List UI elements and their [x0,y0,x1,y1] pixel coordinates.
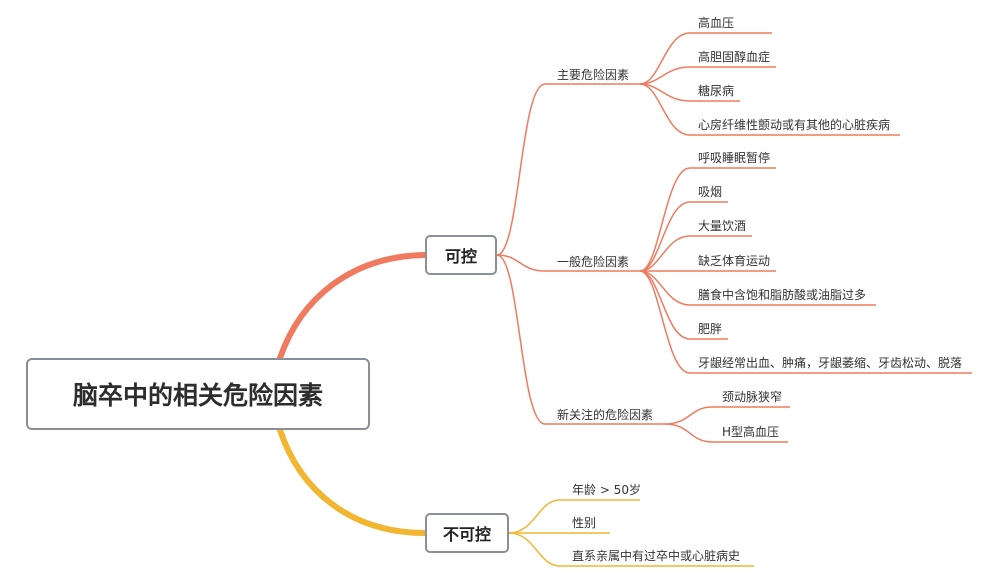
root-to-uncontrollable-connector [277,427,428,536]
root-topic[interactable]: 脑卒中的相关危险因素 [26,358,370,430]
connector-leaf [639,270,876,306]
leaf-obesity[interactable]: 肥胖 [698,322,723,336]
leaf-hypertension[interactable]: 高血压 [698,16,735,30]
connector-leaf [639,32,772,85]
root-to-controllable-connector [277,252,428,361]
leaf-lack-of-exercise[interactable]: 缺乏体育运动 [698,254,771,268]
connector-main-group [496,83,640,256]
connector-leaf [639,270,972,374]
connector-leaf [639,167,776,272]
group-main-risk-factors[interactable]: 主要危险因素 [557,68,630,82]
connector-leaf [508,499,640,534]
connector-leaf [664,423,788,443]
connector-leaf [639,83,900,136]
group-general-risk-factors[interactable]: 一般危险因素 [557,255,630,269]
connector-leaf [639,235,752,272]
connector-leaf [639,201,728,272]
leaf-sleep-apnea[interactable]: 呼吸睡眠暂停 [698,151,771,165]
connector-general-group [496,254,640,272]
leaf-hypercholesterolemia[interactable]: 高胆固醇血症 [698,50,771,64]
branch-controllable[interactable]: 可控 [425,235,497,275]
leaf-carotid-stenosis[interactable]: 颈动脉狭窄 [722,390,783,404]
group-new-concern-risk-factors[interactable]: 新关注的危险因素 [557,408,654,422]
leaf-diabetes[interactable]: 糖尿病 [698,84,735,98]
leaf-family-history[interactable]: 直系亲属中有过卒中或心脏病史 [572,549,741,563]
leaf-sex[interactable]: 性别 [572,516,597,530]
leaf-h-type-hypertension[interactable]: H型高血压 [722,425,780,439]
leaf-smoking[interactable]: 吸烟 [698,185,723,199]
leaf-age[interactable]: 年龄 > 50岁 [572,483,641,497]
leaf-heavy-drinking[interactable]: 大量饮酒 [698,219,747,233]
leaf-saturated-fat-diet[interactable]: 膳食中含饱和脂肪酸或油脂过多 [698,288,867,302]
connector-leaf [639,66,776,85]
connector-leaf [664,406,790,425]
connector-new-group [496,254,665,425]
leaf-atrial-fibrillation[interactable]: 心房纤维性颤动或有其他的心脏疾病 [698,118,891,132]
connector-leaf [639,83,740,102]
connector-leaf [508,532,754,567]
branch-uncontrollable[interactable]: 不可控 [425,513,509,553]
leaf-gum-disease[interactable]: 牙龈经常出血、肿痛，牙龈萎缩、牙齿松动、脱落 [698,356,963,370]
